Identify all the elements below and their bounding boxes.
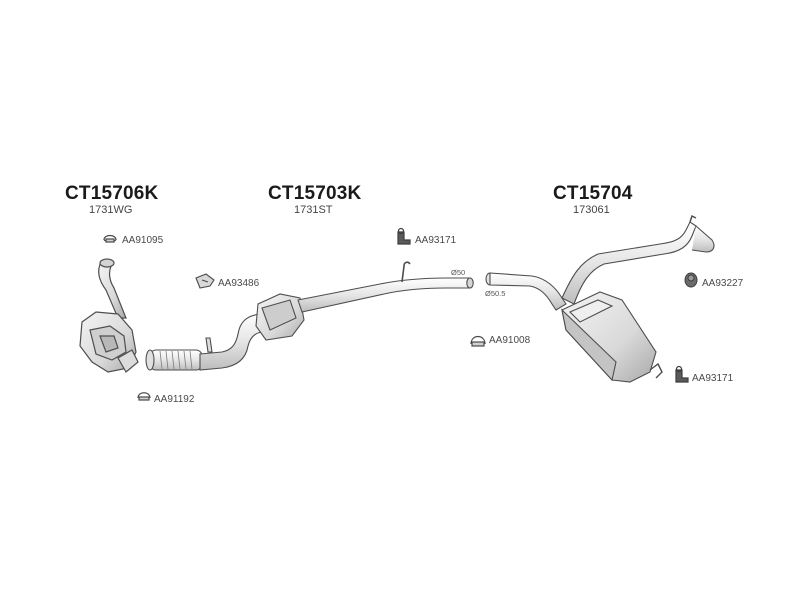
clamp-icon-front-lower — [137, 392, 151, 401]
dimension-inlet-rear: Ø50.5 — [485, 289, 506, 298]
gasket-icon-front — [195, 273, 215, 289]
hanger-icon-rear — [675, 365, 689, 383]
part-label-clamp-front-lower: AA91192 — [154, 394, 195, 405]
part-label-gasket-front: AA93486 — [218, 278, 260, 289]
assembly-ref-middle: 1731ST — [294, 204, 333, 216]
assembly-code-middle: CT15703K — [268, 183, 362, 204]
part-label-hanger-mid: AA93171 — [415, 235, 457, 246]
assembly-code-rear: CT15704 — [553, 183, 633, 204]
middle-pipe[interactable] — [199, 261, 474, 371]
part-label-hanger-rear: AA93171 — [692, 373, 734, 384]
part-label-mount-rear: AA93227 — [702, 278, 744, 289]
part-label-clamp-mid: AA91008 — [489, 335, 531, 346]
hanger-icon-mid — [397, 227, 411, 245]
clamp-icon-mid — [470, 335, 486, 347]
dimension-outlet-mid: Ø50 — [451, 268, 466, 277]
part-label-clamp-front-upper: AA91095 — [122, 235, 164, 246]
rear-silencer[interactable] — [485, 214, 715, 383]
rubber-mount-icon — [684, 272, 698, 288]
flex-pipe[interactable] — [145, 349, 203, 371]
clamp-icon-front-upper — [103, 234, 117, 243]
assembly-ref-rear: 173061 — [573, 204, 610, 216]
assembly-ref-front: 1731WG — [89, 204, 133, 216]
front-catalyst-downpipe[interactable] — [79, 258, 139, 373]
assembly-code-front: CT15706K — [65, 183, 159, 204]
